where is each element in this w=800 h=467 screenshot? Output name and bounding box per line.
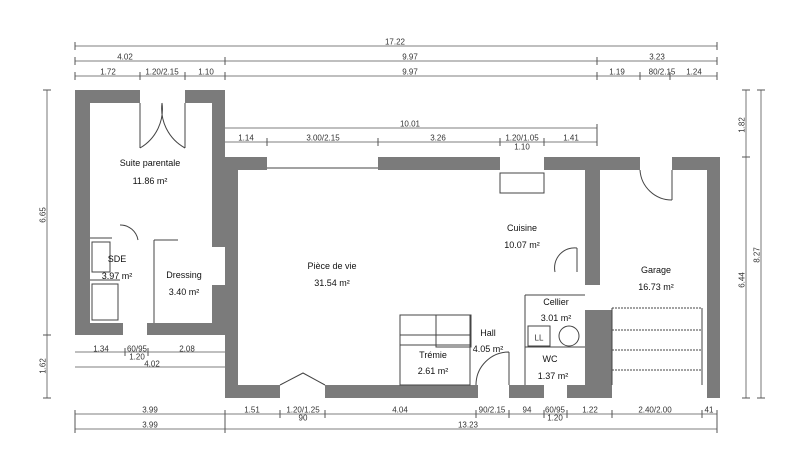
dim-inner: 1.14 <box>238 133 254 143</box>
dim-suite-bottom: 1.20 <box>129 352 145 362</box>
interior-lines <box>90 102 703 386</box>
room-area-cuisine: 10.07 m² <box>504 240 540 250</box>
dim-top-row3: 1.20/2.15 <box>145 67 179 77</box>
room-name-garage: Garage <box>640 265 672 275</box>
room-name-suite-parentale: Suite parentale <box>119 158 181 168</box>
dim-bottom: 2.40/2.00 <box>638 405 672 415</box>
room-name-cuisine: Cuisine <box>506 223 538 233</box>
room-name-wc: WC <box>542 354 558 364</box>
dim-inner: 1.10 <box>514 142 530 152</box>
dim-bottom: 1.20/1.25 <box>286 405 320 415</box>
dim-inner: 1.41 <box>563 133 579 143</box>
dim-left: 1.62 <box>38 358 48 374</box>
dim-suite-bottom: 1.34 <box>93 344 109 354</box>
dim-bottom: 4.04 <box>392 405 408 415</box>
dim-bottom-overall: 3.99 <box>142 420 158 430</box>
dim-top-row3: 9.97 <box>402 67 418 77</box>
dim-top-overall: 17.22 <box>384 37 406 47</box>
dim-bottom: 41 <box>704 405 714 415</box>
dim-suite-bottom: 2.08 <box>179 344 195 354</box>
dimension-lines <box>43 42 765 433</box>
room-name-sde: SDE <box>107 254 127 264</box>
dim-bottom: 1.20 <box>547 413 563 423</box>
room-name-tremie: Trémie <box>419 350 447 360</box>
dim-bottom: 3.99 <box>142 405 158 415</box>
room-area-piece-de-vie: 31.54 m² <box>314 278 350 288</box>
dim-left: 6.65 <box>38 207 48 223</box>
room-name-dressing: Dressing <box>166 270 202 280</box>
dim-top-row3: 1.19 <box>609 67 625 77</box>
dim-top-row3: 1.72 <box>100 67 116 77</box>
dim-top-row2: 4.02 <box>117 52 133 62</box>
dim-bottom: 90 <box>298 413 308 423</box>
room-name-cellier: Cellier <box>543 297 569 307</box>
room-area-cellier: 3.01 m² <box>540 313 572 323</box>
room-area-wc: 1.37 m² <box>537 371 569 381</box>
dim-right: 6.44 <box>737 272 747 288</box>
dim-top-row3: 1.10 <box>198 67 214 77</box>
room-area-garage: 16.73 m² <box>638 282 674 292</box>
laundry-label: LL <box>534 333 544 343</box>
dim-bottom: 60/95 <box>544 405 566 415</box>
dim-top-row2: 3.23 <box>649 52 665 62</box>
walls <box>75 90 720 398</box>
dim-inner: 3.26 <box>430 133 446 143</box>
dim-top-row3: 80/2.15 <box>648 67 676 77</box>
dim-bottom: 1.51 <box>244 405 260 415</box>
dim-bottom: 94 <box>522 405 532 415</box>
dim-right: 8.27 <box>752 247 762 263</box>
room-name-piece-de-vie: Pièce de vie <box>307 261 357 271</box>
dim-inner: 1.20/1.05 <box>505 133 539 143</box>
dim-suite-bottom-overall: 4.02 <box>144 359 160 369</box>
room-area-tremie: 2.61 m² <box>417 366 449 376</box>
room-name-hall: Hall <box>480 328 496 338</box>
dim-right: 1.82 <box>737 117 747 133</box>
room-area-hall: 4.05 m² <box>472 344 504 354</box>
dim-top-row2: 9.97 <box>402 52 418 62</box>
dim-inner: 3.00/2.15 <box>306 133 340 143</box>
room-area-suite-parentale: 11.86 m² <box>132 176 168 186</box>
room-area-dressing: 3.40 m² <box>168 287 200 297</box>
dim-suite-bottom: 60/95 <box>126 344 148 354</box>
dim-inner-overall: 10.01 <box>399 119 421 129</box>
dim-top-row3: 1.24 <box>686 67 702 77</box>
room-area-sde: 3.97 m² <box>101 271 133 281</box>
dim-bottom: 1.22 <box>582 405 598 415</box>
dim-bottom: 90/2.15 <box>478 405 506 415</box>
dim-bottom-overall: 13.23 <box>457 420 479 430</box>
